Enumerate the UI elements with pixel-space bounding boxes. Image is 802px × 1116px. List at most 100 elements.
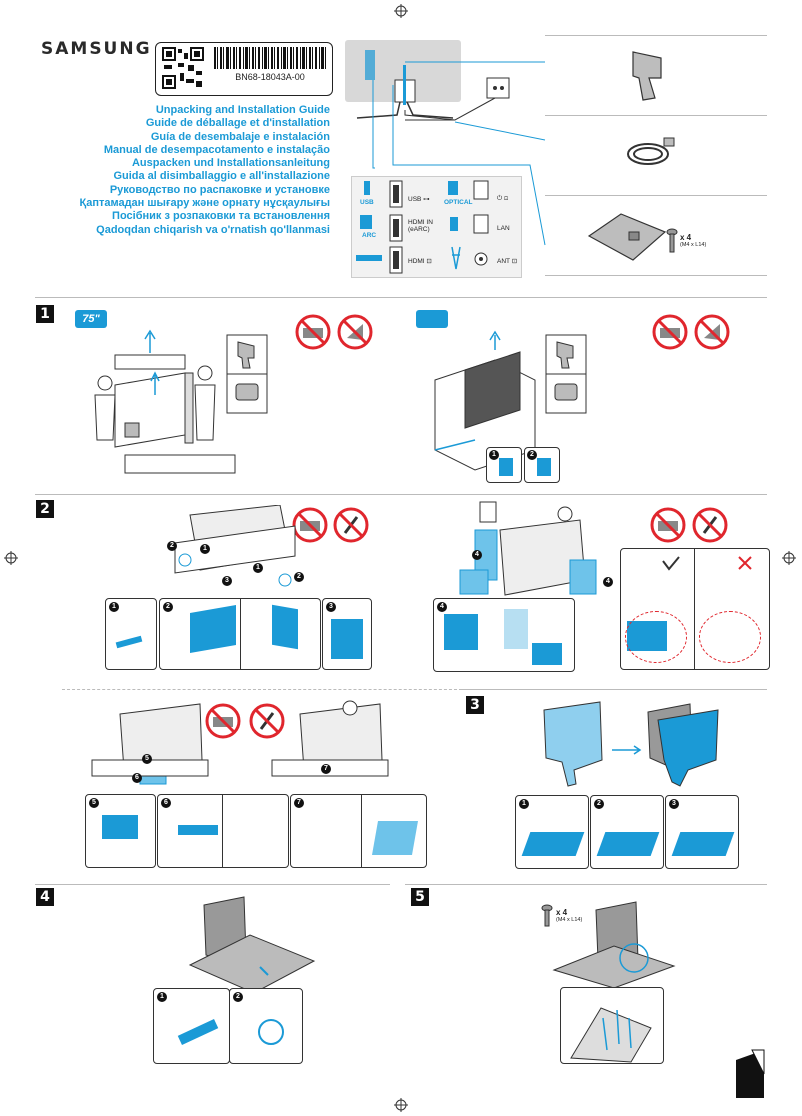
detail-panel: 5 — [85, 794, 156, 868]
divider — [35, 884, 390, 885]
no-tool-icon — [333, 507, 369, 543]
no-lay-flat-icon — [295, 314, 331, 350]
power-cable-icon — [627, 137, 675, 165]
size-badge: 75" — [75, 310, 107, 328]
detail-panel — [560, 987, 664, 1064]
unboxing-illustration-75 — [94, 329, 236, 474]
substep-number: 2 — [294, 572, 304, 582]
step-number: 3 — [466, 696, 484, 714]
accessory-box — [545, 334, 587, 414]
guide-title: Руководство по распаковке и установке — [109, 183, 330, 196]
port-label: OPTICAL — [444, 199, 473, 206]
port-label: USB ⊶ — [408, 196, 430, 203]
qr-code-icon — [162, 47, 204, 89]
screw-detail-illustration — [570, 1007, 652, 1063]
substep-number: 1 — [109, 602, 119, 612]
substep-number: 3 — [669, 799, 679, 809]
product-label — [155, 42, 333, 96]
detail-panel: 1 — [153, 988, 230, 1064]
no-lay-flat-icon — [205, 703, 241, 739]
no-tool-icon — [692, 507, 728, 543]
port-label: USB — [360, 199, 374, 206]
substep-number: 2 — [527, 450, 537, 460]
port-icons — [356, 180, 489, 274]
substep-number: 5 — [142, 754, 152, 764]
remove-bag-illustration — [271, 700, 389, 777]
unboxing-illustration-other — [434, 330, 536, 471]
divider — [545, 275, 767, 276]
step-number: 5 — [411, 888, 429, 906]
substep-number: 6 — [161, 798, 171, 808]
guide-title: Guide de déballage et d'installation — [145, 117, 330, 130]
divider — [35, 494, 767, 495]
substep-number: 4 — [472, 550, 482, 560]
stand-bracket-icon — [632, 51, 662, 101]
substep-number: 2 — [167, 541, 177, 551]
screw-quantity: x 4 (M4 x L14) — [556, 908, 583, 923]
substep-number: 2 — [233, 992, 243, 1002]
step-number: 4 — [36, 888, 54, 906]
port-label: ⏻ ⊡ — [497, 195, 509, 202]
registration-mark-icon — [782, 551, 796, 565]
substep-number: 1 — [253, 563, 263, 573]
substep-number: 4 — [437, 602, 447, 612]
guide-title: Auspacken und Installationsanleitung — [131, 157, 330, 170]
divider — [545, 35, 767, 36]
divider — [62, 689, 462, 690]
detail-panel: 6 — [157, 794, 289, 868]
divider — [405, 884, 767, 885]
substep-number: 5 — [89, 798, 99, 808]
guide-title: Manual de desempacotamento e instalação — [103, 143, 330, 156]
detail-panel: 7 — [290, 794, 427, 868]
divider — [35, 297, 767, 298]
detail-panel: 2 — [229, 988, 303, 1064]
no-lay-flat-icon — [652, 314, 688, 350]
guide-titles: Unpacking and Installation Guide Guide d… — [79, 104, 330, 237]
step-number: 1 — [36, 305, 54, 323]
divider — [460, 689, 767, 690]
substep-number: 4 — [603, 577, 613, 587]
screw-base-illustration — [552, 901, 676, 989]
registration-mark-icon — [394, 4, 408, 18]
no-lay-flat-icon — [292, 507, 328, 543]
remove-foam-illustration — [459, 501, 597, 596]
substep-number: 1 — [200, 544, 210, 554]
substep-number: 2 — [594, 799, 604, 809]
guide-title: Guía de desembalaje e instalación — [150, 130, 330, 143]
substep-number: 1 — [489, 450, 499, 460]
accessory-box — [226, 334, 268, 414]
substep-number: 3 — [222, 576, 232, 586]
registration-mark-icon — [394, 1098, 408, 1112]
substep-number: 7 — [321, 764, 331, 774]
samsung-logo: SAMSUNG — [41, 39, 152, 59]
substep-number: 3 — [326, 602, 336, 612]
detail-panel: 1 — [515, 795, 589, 869]
barcode-icon — [214, 47, 326, 69]
guide-title: Guida al disimballaggio e all'installazi… — [113, 170, 330, 183]
cross-icon — [738, 556, 752, 570]
stand-assembly-illustration — [543, 701, 719, 787]
correct-incorrect-panel — [620, 548, 770, 670]
guide-title: Qadoqdan chiqarish va o'rnatish qo'llanm… — [96, 223, 330, 236]
substep-number: 6 — [132, 773, 142, 783]
detail-panel: 3 — [665, 795, 739, 869]
no-press-screen-icon — [694, 314, 730, 350]
port-label: ANT ⊡ — [497, 258, 518, 265]
port-label: HDMI IN (eARC) — [408, 219, 433, 233]
port-label: LAN — [497, 225, 510, 232]
no-lay-flat-icon — [650, 507, 686, 543]
size-badge-blank — [416, 310, 448, 328]
substep-number: 7 — [294, 798, 304, 808]
screw-quantity: x 4 (M4 x L14) — [680, 233, 707, 248]
screw-icon — [666, 228, 678, 253]
step-number: 2 — [36, 500, 54, 518]
detail-panel: 4 — [433, 598, 575, 672]
divider — [545, 115, 767, 116]
port-label: HDMI ⊡ — [408, 258, 432, 265]
tv-in-box-illustration — [174, 505, 296, 587]
page-turn-icon — [736, 1049, 765, 1098]
check-icon — [662, 556, 680, 571]
screw-icon — [541, 904, 553, 927]
divider — [545, 195, 767, 196]
detail-panel: 2 — [159, 598, 321, 670]
